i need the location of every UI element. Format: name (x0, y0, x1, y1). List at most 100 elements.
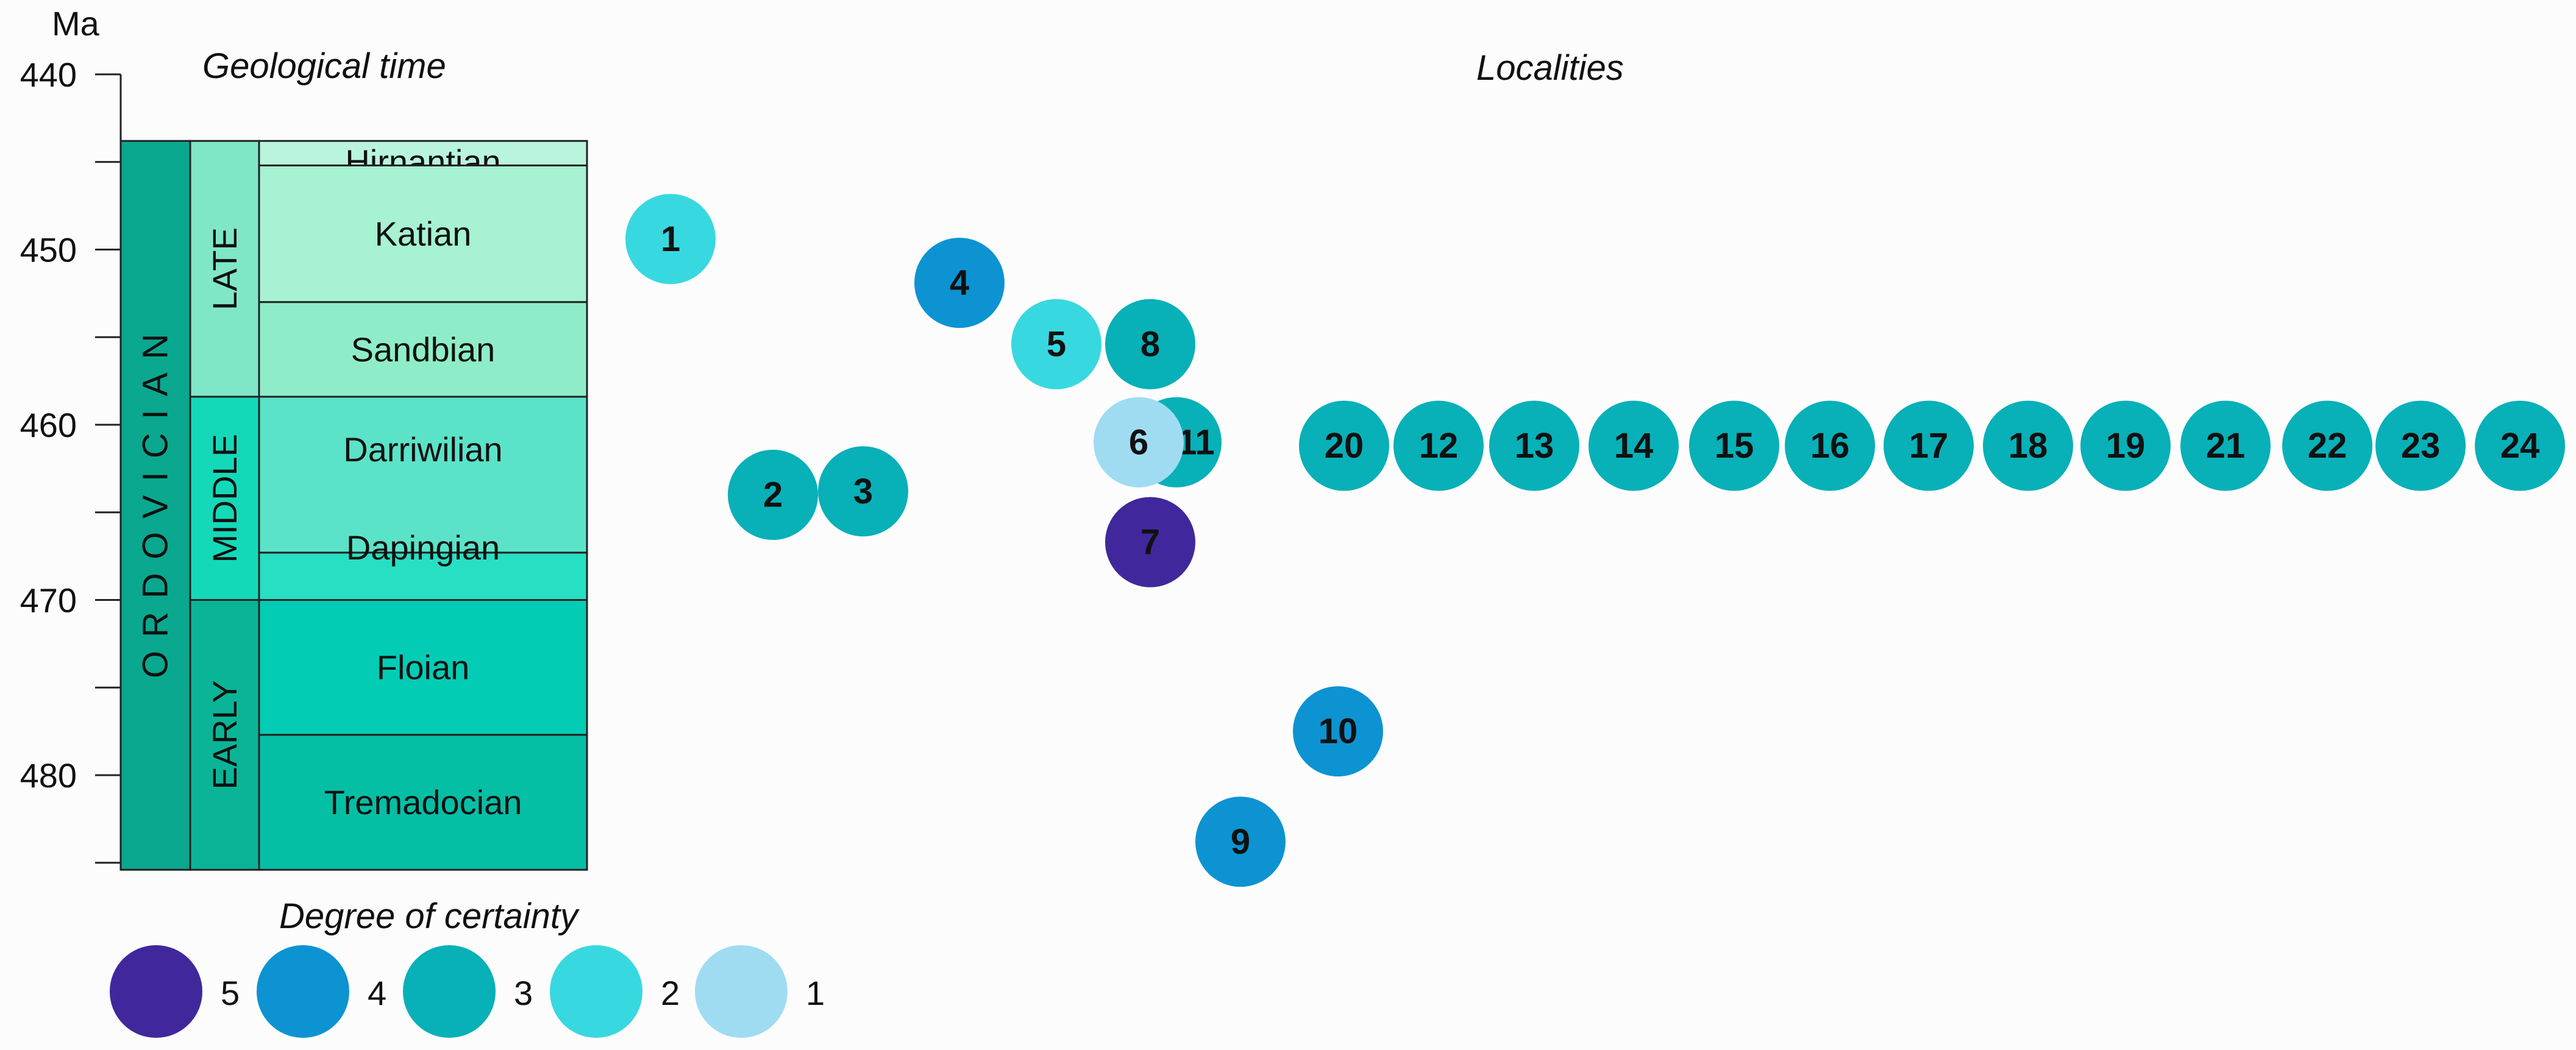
locality-label: 6 (1129, 422, 1148, 462)
locality-14: 14 (1589, 400, 1679, 491)
locality-marker (818, 446, 908, 537)
locality-marker (1589, 400, 1679, 491)
locality-label: 16 (1810, 426, 1850, 466)
locality-label: 23 (2401, 426, 2441, 466)
stage-label: Floian (377, 648, 470, 687)
locality-22: 22 (2282, 400, 2372, 491)
locality-marker (2180, 400, 2271, 491)
locality-marker (2375, 400, 2466, 491)
legend-item-3: 3 (403, 945, 533, 1038)
locality-21: 21 (2180, 400, 2271, 491)
locality-marker (1393, 400, 1484, 491)
locality-label: 22 (2308, 426, 2347, 466)
legend-item-5: 5 (110, 945, 240, 1038)
locality-marker (1195, 796, 1286, 887)
legend-swatch (257, 945, 349, 1038)
legend-swatch (403, 945, 496, 1038)
locality-label: 8 (1140, 324, 1160, 364)
locality-8: 8 (1105, 299, 1195, 389)
locality-20: 20 (1299, 400, 1389, 491)
period-label: ORDOVICIAN (136, 321, 176, 678)
geologic-timescale: ORDOVICIANLATEMIDDLEEARLYHirnantianKatia… (119, 140, 588, 871)
locality-label: 4 (950, 263, 969, 303)
geological-time-header: Geological time (202, 46, 446, 86)
epoch-label: EARLY (205, 680, 244, 789)
locality-marker (1011, 299, 1101, 389)
locality-marker (914, 238, 1005, 328)
locality-label: 13 (1515, 426, 1554, 466)
locality-label: 17 (1909, 426, 1949, 466)
epoch-middle (189, 396, 260, 601)
legend-item-1: 1 (695, 945, 825, 1038)
locality-10: 10 (1293, 686, 1383, 777)
stage-label: Katian (375, 215, 472, 253)
locality-6: 6 (1094, 397, 1184, 488)
axis-tick-label: 450 (20, 231, 77, 269)
locality-label: 19 (2106, 426, 2146, 466)
legend-label: 4 (368, 974, 386, 1012)
locality-9: 9 (1195, 796, 1286, 887)
locality-18: 18 (1983, 400, 2073, 491)
locality-3: 3 (818, 446, 908, 537)
legend-swatch (695, 945, 788, 1038)
legend-item-4: 4 (257, 945, 386, 1038)
locality-marker (1884, 400, 1974, 491)
locality-label: 10 (1318, 712, 1358, 751)
stage-katian (258, 165, 588, 303)
locality-marker (1105, 497, 1195, 587)
legend-label: 5 (221, 974, 240, 1012)
locality-label: 2 (763, 475, 783, 515)
period-ordovician (119, 140, 191, 871)
stage-label: Dapingian (346, 528, 500, 567)
stage-label: Sandbian (351, 330, 496, 369)
locality-label: 21 (2206, 426, 2246, 466)
locality-label: 7 (1140, 522, 1160, 562)
locality-label: 12 (1419, 426, 1459, 466)
locality-marker (1489, 400, 1579, 491)
legend-item-2: 2 (550, 945, 680, 1038)
locality-marker (1094, 397, 1184, 488)
stage-floian (258, 599, 588, 736)
locality-16: 16 (1785, 400, 1875, 491)
locality-1: 1 (625, 194, 716, 285)
locality-label: 5 (1047, 324, 1066, 364)
stage-sandbian (258, 301, 588, 398)
locality-marker (1689, 400, 1779, 491)
locality-label: 15 (1715, 426, 1754, 466)
stage-label: Darriwilian (343, 430, 502, 469)
locality-19: 19 (2080, 400, 2171, 491)
locality-marker (1299, 400, 1389, 491)
axis-tick-label: 460 (20, 406, 77, 444)
locality-17: 17 (1884, 400, 1974, 491)
locality-marker (1293, 686, 1383, 777)
locality-5: 5 (1011, 299, 1101, 389)
stage-label: Tremadocian (324, 783, 522, 821)
epoch-early (189, 599, 260, 871)
stage-darriwilian (258, 396, 588, 554)
locality-marker (1785, 400, 1875, 491)
locality-2: 2 (728, 450, 818, 540)
locality-marker (728, 450, 818, 540)
locality-label: 9 (1231, 822, 1250, 862)
legend-label: 3 (514, 974, 533, 1012)
legend-swatch (550, 945, 642, 1038)
locality-label: 20 (1325, 426, 1364, 466)
stage-dapingian (258, 552, 588, 601)
epoch-late (189, 140, 260, 398)
locality-23: 23 (2375, 400, 2466, 491)
locality-24: 24 (2475, 400, 2565, 491)
locality-marker (2475, 400, 2565, 491)
locality-marker (2282, 400, 2372, 491)
degree-of-certainty-header: Degree of certainty (279, 896, 580, 936)
locality-label: 3 (853, 472, 873, 511)
axis-unit-label: Ma (52, 4, 100, 43)
axis-tick-label: 470 (20, 581, 77, 620)
legend-label: 2 (661, 974, 680, 1012)
locality-12: 12 (1393, 400, 1484, 491)
legend-swatch (110, 945, 202, 1038)
localities-header: Localities (1476, 48, 1624, 88)
locality-label: 14 (1614, 426, 1654, 466)
